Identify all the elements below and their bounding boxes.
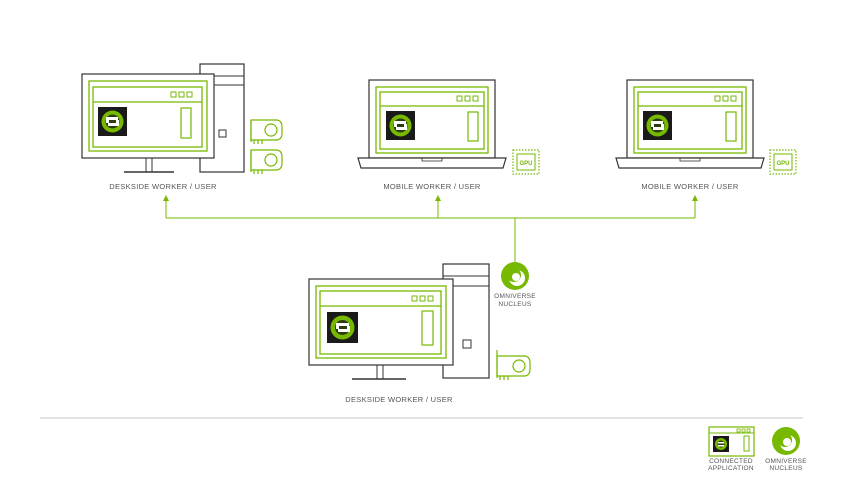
gpu-chip-icon: GPU [769, 149, 797, 175]
app-window [92, 86, 203, 148]
gpu-card-icon [496, 350, 531, 380]
nucleus-label-line2: NUCLEUS [498, 301, 532, 308]
connected-application-icon [708, 426, 755, 457]
omniverse-nucleus-icon [772, 427, 800, 455]
legend-label-line1: OMNIVERSE [765, 458, 807, 465]
app-window [379, 91, 485, 150]
app-window [319, 290, 442, 355]
arrow-head-mobile-right [692, 195, 698, 201]
mobile-worker-center: GPU MOBILE WORKER / USER [357, 79, 540, 191]
device-label: DESKSIDE WORKER / USER [109, 182, 217, 191]
device-label: DESKSIDE WORKER / USER [345, 395, 453, 404]
legend-label-line2: APPLICATION [708, 465, 754, 472]
deskside-worker-bottom: DESKSIDE WORKER / USER [308, 263, 531, 404]
laptop-base [357, 157, 507, 169]
legend-label-line1: CONNECTED [709, 458, 753, 465]
connected-application-icon [327, 312, 358, 343]
deskside-worker-top-left: DESKSIDE WORKER / USER [81, 63, 283, 191]
legend-omniverse-nucleus: OMNIVERSE NUCLEUS [765, 427, 807, 472]
device-label: MOBILE WORKER / USER [383, 182, 481, 191]
laptop-base [615, 157, 765, 169]
connected-application-icon [386, 111, 415, 140]
power-button [218, 129, 227, 138]
gpu-chip-label: GPU [776, 161, 789, 167]
nucleus-label-line1: OMNIVERSE [494, 293, 536, 300]
connected-application-icon [643, 111, 672, 140]
power-button [462, 339, 472, 349]
gpu-card-icon [250, 149, 283, 174]
gpu-chip-label: GPU [519, 161, 532, 167]
legend: CONNECTED APPLICATION OMNIVERSE NUCLEUS [708, 426, 807, 472]
omniverse-nucleus-node: OMNIVERSE NUCLEUS [494, 262, 536, 308]
gpu-card-icon [250, 119, 283, 144]
arrow-head-mobile-center [435, 195, 441, 201]
mobile-worker-right: GPU MOBILE WORKER / USER [615, 79, 797, 191]
omniverse-nucleus-icon [501, 262, 529, 290]
app-window [637, 91, 743, 150]
legend-connected-application: CONNECTED APPLICATION [708, 426, 755, 472]
connection-lines [165, 197, 696, 262]
device-label: MOBILE WORKER / USER [641, 182, 739, 191]
legend-label-line2: NUCLEUS [769, 465, 803, 472]
gpu-chip-icon: GPU [512, 149, 540, 175]
connected-application-icon [98, 107, 127, 136]
arrow-head-deskside-top [163, 195, 169, 201]
